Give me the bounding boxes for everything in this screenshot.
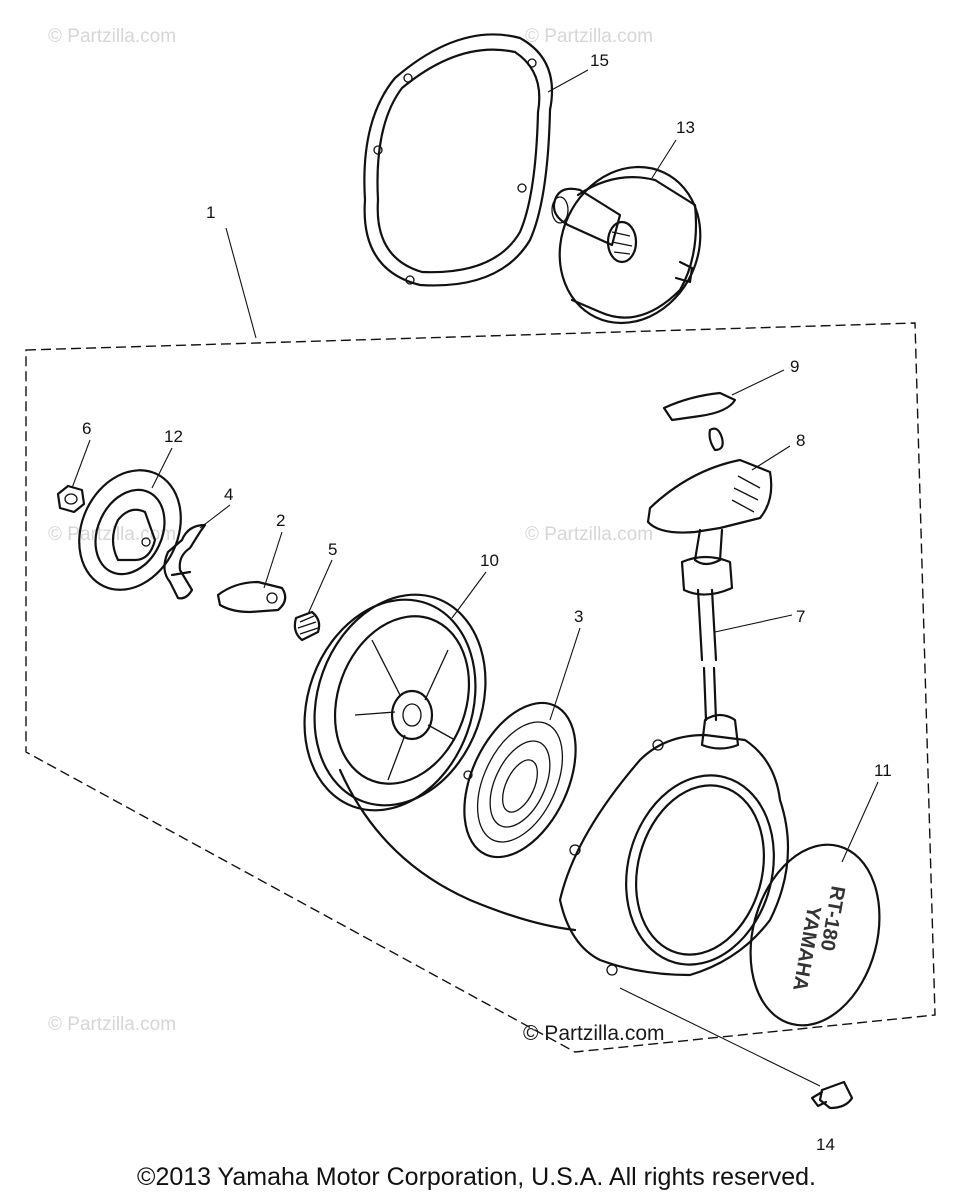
leader-3 [549, 627, 581, 721]
leader-4 [199, 504, 231, 529]
assembly-boundary [25, 322, 936, 1053]
starter-rope-part-7 [696, 588, 718, 722]
callout-7: 7 [796, 607, 805, 626]
watermark-bottom-left: © Partzilla.com [48, 1014, 176, 1035]
drive-pulley-part-13 [551, 165, 702, 325]
callout-1: 1 [206, 203, 215, 222]
leader-5 [307, 559, 333, 615]
watermark-top-left: © Partzilla.com [48, 26, 176, 47]
callout-2: 2 [276, 511, 285, 530]
pawl-part-2 [216, 580, 287, 614]
callout-12: 12 [164, 427, 183, 446]
leader-10 [451, 571, 487, 619]
leader-15 [547, 69, 589, 93]
leader-12 [151, 447, 173, 489]
leader-13 [651, 139, 677, 179]
gasket-part-15 [363, 33, 554, 287]
callout-9: 9 [790, 357, 799, 376]
callout-14: 14 [816, 1135, 835, 1154]
callout-10: 10 [480, 551, 499, 570]
spring-clip-part-4 [163, 523, 207, 600]
watermark-top-right: © Partzilla.com [525, 26, 653, 47]
callout-6: 6 [82, 419, 91, 438]
leader-1 [225, 227, 257, 339]
callout-13: 13 [676, 118, 695, 137]
leader-7 [714, 614, 793, 633]
callout-4: 4 [224, 485, 233, 504]
leader-2 [263, 531, 283, 589]
callout-11: 11 [874, 761, 892, 780]
callout-8: 8 [796, 431, 805, 450]
starter-case [338, 713, 790, 977]
friction-plate-part-12 [78, 469, 182, 591]
copyright-notice: ©2013 Yamaha Motor Corporation, U.S.A. A… [137, 1163, 816, 1191]
leader-9 [731, 369, 785, 396]
handle-cap-part-9 [662, 391, 737, 422]
leader-6 [71, 439, 91, 489]
reel-part-10 [303, 593, 487, 812]
pawl-spring-part-5 [293, 610, 321, 642]
leader-14 [619, 987, 821, 1087]
leader-11 [841, 781, 879, 863]
callout-15: 15 [590, 51, 609, 70]
bolt-part-14 [810, 1080, 854, 1110]
nut-part-6 [56, 484, 86, 514]
callout-5: 5 [328, 540, 337, 559]
watermark-main: © Partzilla.com [523, 1022, 665, 1045]
callout-3: 3 [574, 607, 583, 626]
starter-handle-part-8 [646, 427, 773, 596]
leader-8 [751, 445, 791, 471]
watermark-mid-right: © Partzilla.com [525, 524, 653, 545]
